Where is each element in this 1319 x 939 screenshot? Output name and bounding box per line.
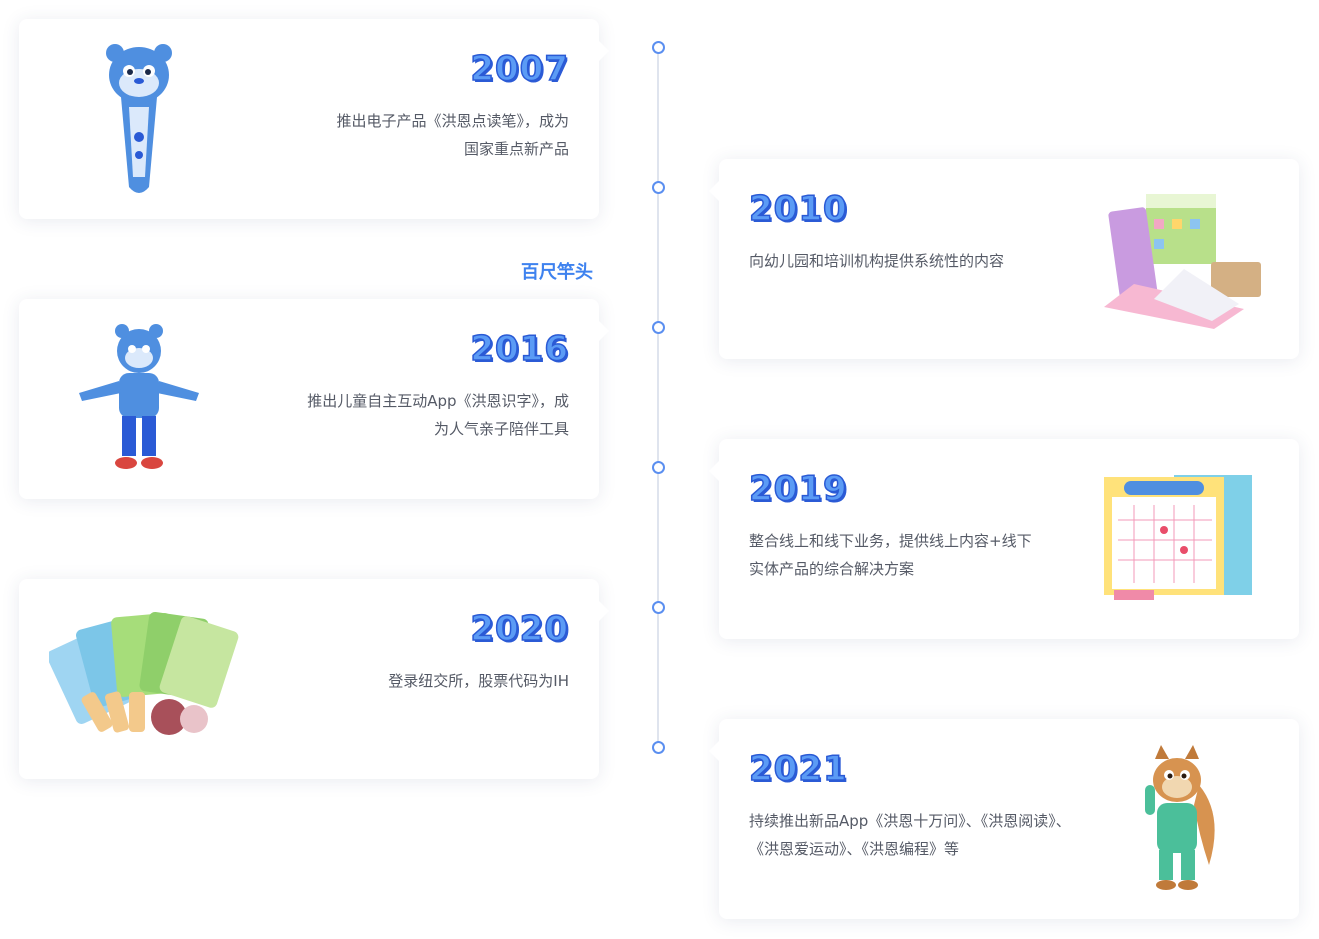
milestone-label: 百尺竿头: [521, 262, 593, 283]
timeline-card-2021: 2021 持续推出新品App《洪恩十万问》、《洪恩阅读》、 《洪恩爱运动》、《洪…: [709, 719, 1299, 919]
timeline-node-2016: [652, 321, 665, 334]
timeline-node-2019: [652, 461, 665, 474]
year-label: 2010: [748, 188, 848, 230]
description-line: 持续推出新品App《洪恩十万问》、《洪恩阅读》、: [749, 812, 1071, 830]
description-line: 向幼儿园和培训机构提供系统性的内容: [749, 252, 1005, 270]
timeline-card-2019: 2019 整合线上和线下业务，提供线上内容+线下 实体产品的综合解决方案: [709, 439, 1299, 639]
timeline-node-2010: [652, 181, 665, 194]
description-line: 推出儿童自主互动App《洪恩识字》，成: [307, 392, 569, 410]
year-label: 2021: [748, 748, 848, 790]
squirrel-mascot-image: [1145, 745, 1215, 890]
year-label: 2007: [470, 48, 569, 90]
timeline-node-2021: [652, 741, 665, 754]
year-label: 2020: [470, 608, 569, 650]
description-line: 登录纽交所，股票代码为IH: [388, 672, 569, 690]
timeline-node-2020: [652, 601, 665, 614]
timeline-card-2010: 2010 向幼儿园和培训机构提供系统性的内容: [709, 159, 1299, 359]
picture-cards-fan-image: [49, 611, 239, 735]
event-description: 整合线上和线下业务，提供线上内容+线下 实体产品的综合解决方案: [749, 527, 1089, 583]
card-box-set-image: [1104, 194, 1261, 329]
event-description: 持续推出新品App《洪恩十万问》、《洪恩阅读》、 《洪恩爱运动》、《洪恩编程》等: [749, 807, 1129, 863]
timeline-card-2016: 2016 推出儿童自主互动App《洪恩识字》，成 为人气亲子陪伴工具: [19, 299, 609, 499]
timeline-card-2020: 2020 登录纽交所，股票代码为IH: [19, 579, 609, 779]
event-description: 推出儿童自主互动App《洪恩识字》，成 为人气亲子陪伴工具: [229, 387, 569, 443]
year-label: 2019: [748, 468, 848, 510]
timeline-node-2007: [652, 41, 665, 54]
description-line: 《洪恩爱运动》、《洪恩编程》等: [749, 840, 960, 858]
event-description: 向幼儿园和培训机构提供系统性的内容: [749, 247, 1089, 275]
timeline-axis: [657, 48, 659, 748]
description-line: 为人气亲子陪伴工具: [433, 420, 569, 438]
description-line: 整合线上和线下业务，提供线上内容+线下: [749, 532, 1032, 550]
learning-poster-kit-image: [1104, 475, 1252, 600]
timeline-card-2007: 2007 推出电子产品《洪恩点读笔》，成为 国家重点新产品: [19, 19, 609, 219]
description-line: 国家重点新产品: [463, 140, 569, 158]
tiger-mascot-image: [79, 324, 199, 469]
event-description: 登录纽交所，股票代码为IH: [249, 667, 569, 695]
description-line: 实体产品的综合解决方案: [749, 560, 915, 578]
reading-pen-tiger-image: [106, 44, 172, 193]
event-description: 推出电子产品《洪恩点读笔》，成为 国家重点新产品: [249, 107, 569, 163]
description-line: 推出电子产品《洪恩点读笔》，成为: [336, 112, 569, 130]
year-label: 2016: [470, 328, 569, 370]
